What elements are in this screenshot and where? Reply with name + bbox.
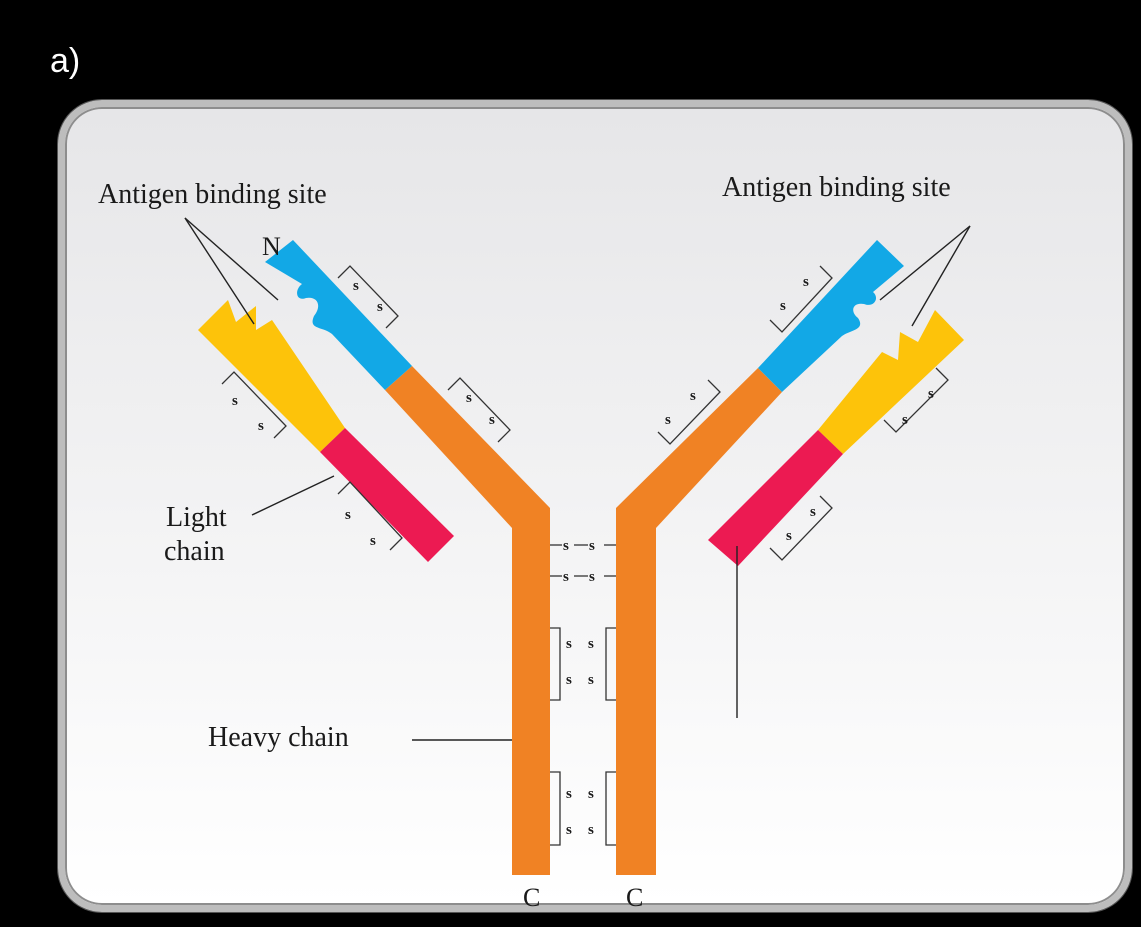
ss-label: s xyxy=(345,507,351,523)
ss-label: s xyxy=(588,822,594,838)
ss-label: s xyxy=(258,418,264,434)
variable-light-right xyxy=(818,310,964,454)
ss-label: s xyxy=(588,786,594,802)
heavy-chain-right xyxy=(616,368,782,875)
ss-label: s xyxy=(566,672,572,688)
constant-light-left xyxy=(320,428,454,562)
variable-heavy-left xyxy=(265,240,412,390)
ss-label: s xyxy=(232,393,238,409)
ss-label: s xyxy=(370,533,376,549)
antigen-binding-site-right-label: Antigen binding site xyxy=(722,172,951,203)
constant-light-right xyxy=(708,430,843,566)
ss-label: s xyxy=(780,298,786,314)
ss-label: s xyxy=(588,636,594,652)
ss-label: s xyxy=(377,299,383,315)
ss-label: s xyxy=(566,822,572,838)
heavy-chain-left xyxy=(385,366,550,875)
n-terminal-label: N xyxy=(262,232,281,261)
ss-label: s xyxy=(489,412,495,428)
ss-label: s xyxy=(589,538,595,554)
ss-label: s xyxy=(665,412,671,428)
light-chain-label-line1: Light xyxy=(166,502,227,533)
ss-label: s xyxy=(566,636,572,652)
ss-label: s xyxy=(810,504,816,520)
ss-label: s xyxy=(466,390,472,406)
ss-label: s xyxy=(902,412,908,428)
ss-label: s xyxy=(353,278,359,294)
light-chain-label-line2: chain xyxy=(164,536,225,567)
ss-label: s xyxy=(786,528,792,544)
heavy-chain-label: Heavy chain xyxy=(208,722,349,753)
leader-lines xyxy=(184,217,971,741)
antigen-binding-site-left-label: Antigen binding site xyxy=(98,179,327,210)
variable-heavy-right xyxy=(758,240,904,392)
ss-label: s xyxy=(563,569,569,585)
ss-label: s xyxy=(563,538,569,554)
panel-label: a) xyxy=(50,42,81,80)
ss-label: s xyxy=(928,386,934,402)
ss-label: s xyxy=(690,388,696,404)
ss-label: s xyxy=(589,569,595,585)
c-terminal-right-label: C xyxy=(626,883,643,912)
variable-light-left xyxy=(198,300,345,452)
ss-label: s xyxy=(588,672,594,688)
ss-label: s xyxy=(803,274,809,290)
ss-label: s xyxy=(566,786,572,802)
c-terminal-left-label: C xyxy=(523,883,540,912)
disulfide-bonds: s s s s s s s s s s s s s s s s s s xyxy=(221,265,949,846)
diagram-card xyxy=(58,100,1132,912)
